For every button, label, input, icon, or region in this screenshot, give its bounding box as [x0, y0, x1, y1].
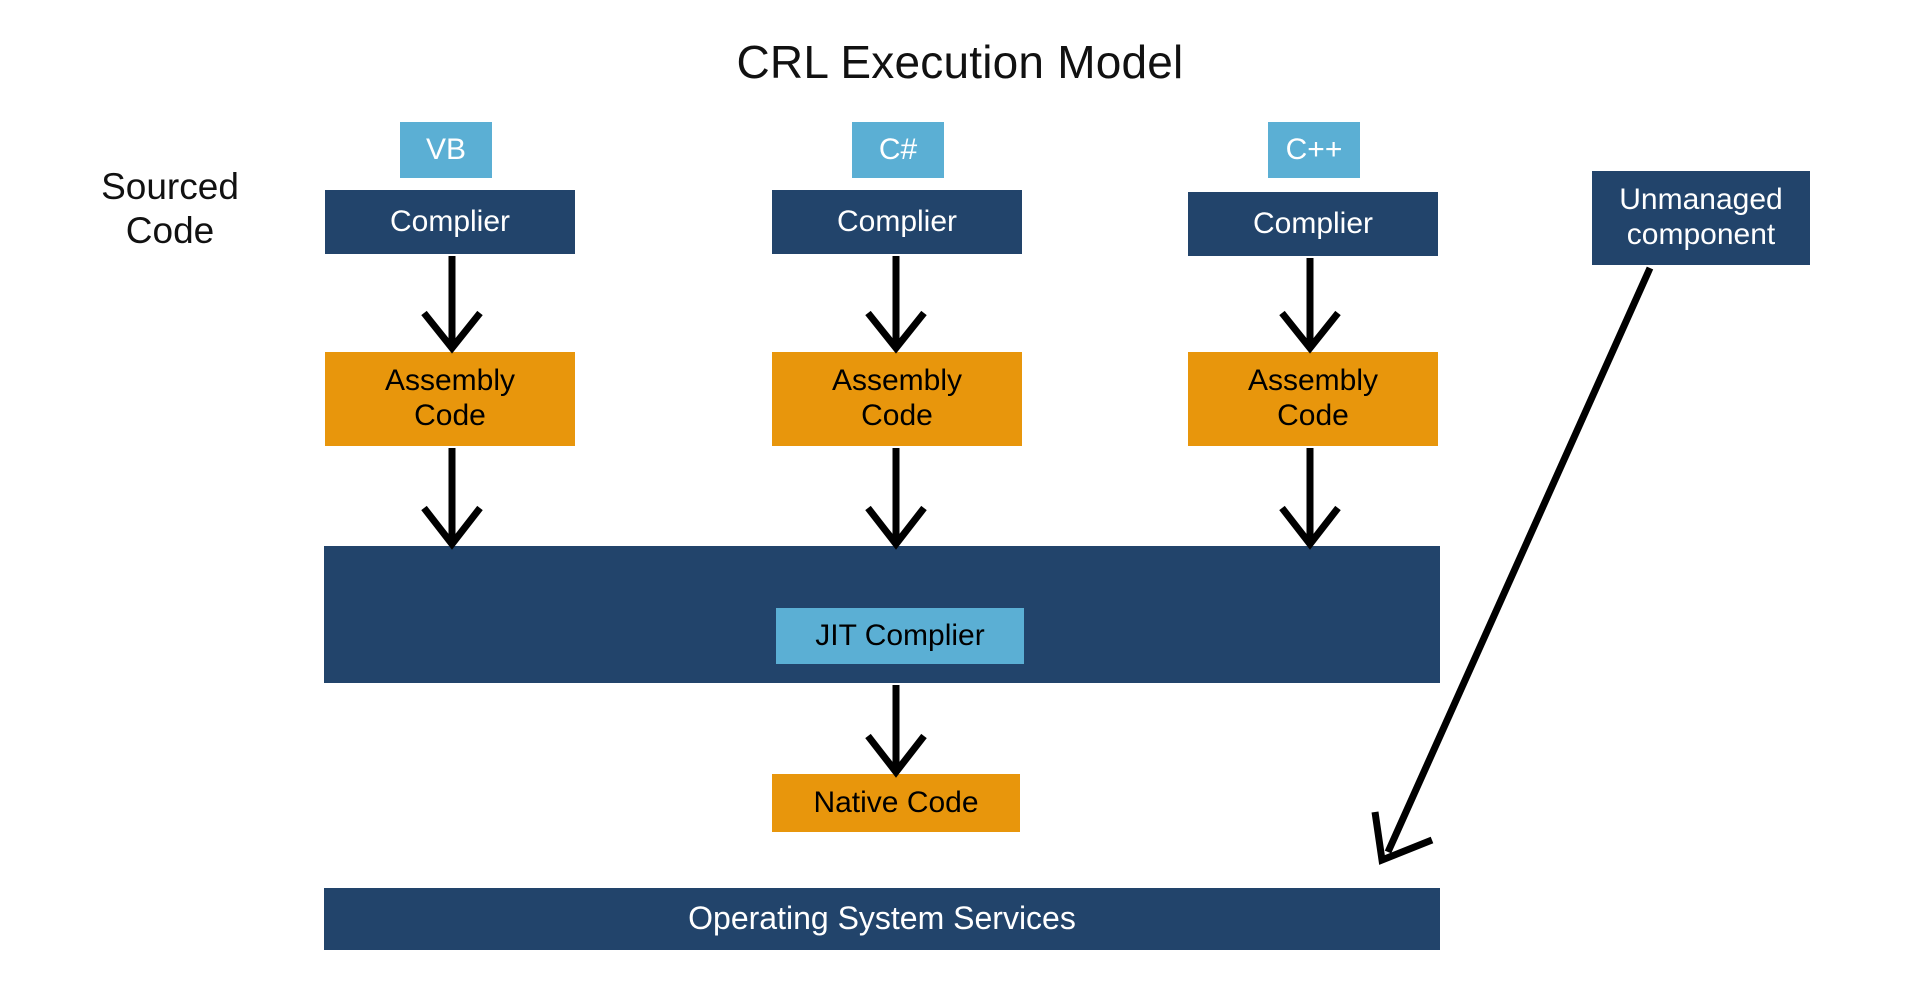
language-box-csharp[interactable]: C#: [852, 122, 944, 178]
compiler-box-cplusplus[interactable]: Complier: [1188, 192, 1438, 256]
assembly-code-label-line1: Assembly: [384, 364, 516, 398]
assembly-code-box-cplusplus[interactable]: Assembly Code: [1188, 352, 1438, 446]
unmanaged-component-line2: component: [1626, 218, 1776, 251]
assembly-code-box-csharp[interactable]: Assembly Code: [772, 352, 1022, 446]
unmanaged-component-box[interactable]: Unmanaged component: [1592, 171, 1810, 265]
arrow-assembly-to-clr-vb: [421, 448, 483, 550]
sourced-code-label-line2: Code: [125, 209, 215, 251]
arrow-jit-to-native-code: [865, 685, 927, 778]
assembly-code-label-line2: Code: [1277, 399, 1349, 432]
arrow-compiler-to-assembly-cplusplus: [1279, 258, 1341, 354]
assembly-code-label-line2: Code: [414, 399, 486, 432]
arrow-compiler-to-assembly-vb: [421, 256, 483, 354]
jit-compiler-box[interactable]: JIT Complier: [776, 608, 1024, 664]
compiler-box-csharp[interactable]: Complier: [772, 190, 1022, 254]
arrow-assembly-to-clr-csharp: [865, 448, 927, 550]
sourced-code-label: Sourced Code: [60, 165, 280, 252]
compiler-box-vb[interactable]: Complier: [325, 190, 575, 254]
operating-system-services-bar[interactable]: Operating System Services: [324, 888, 1440, 950]
page-title: CRL Execution Model: [736, 36, 1184, 88]
arrow-assembly-to-clr-cplusplus: [1279, 448, 1341, 550]
assembly-code-label-line1: Assembly: [1247, 364, 1379, 398]
assembly-code-box-vb[interactable]: Assembly Code: [325, 352, 575, 446]
arrow-compiler-to-assembly-csharp: [865, 256, 927, 354]
unmanaged-component-line1: Unmanaged: [1619, 183, 1783, 217]
native-code-box[interactable]: Native Code: [772, 774, 1020, 832]
language-box-cplusplus[interactable]: C++: [1268, 122, 1360, 178]
sourced-code-label-line1: Sourced: [101, 166, 239, 207]
assembly-code-label-line1: Assembly: [831, 364, 963, 398]
language-box-vb[interactable]: VB: [400, 122, 492, 178]
assembly-code-label-line2: Code: [861, 399, 933, 432]
